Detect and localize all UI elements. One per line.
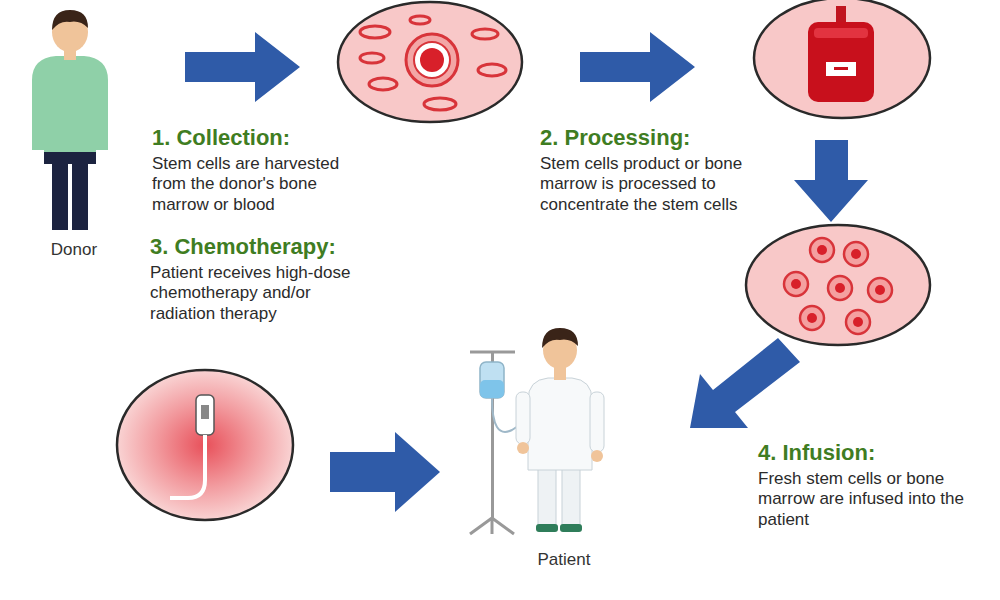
step-heading: 4. Infusion: — [758, 440, 875, 466]
chemo-circle — [117, 370, 293, 520]
patient-figure — [470, 328, 604, 534]
step-heading: 2. Processing: — [540, 125, 690, 151]
flow-arrow — [185, 32, 300, 102]
flow-arrow — [794, 140, 868, 222]
donor-figure — [32, 10, 108, 230]
step-description: Stem cells product or bone marrow is pro… — [540, 154, 780, 215]
step-description: Fresh stem cells or bone marrow are infu… — [758, 469, 983, 530]
step-heading: 1. Collection: — [152, 125, 290, 151]
concentrated-cells-circle — [746, 225, 930, 345]
figure-label: Donor — [10, 240, 138, 260]
blood-bag-circle — [754, 0, 930, 118]
step-description: Stem cells are harvested from the donor'… — [152, 154, 372, 215]
cells-circle — [338, 2, 522, 122]
flow-arrow — [330, 432, 440, 512]
step-description: Patient receives high-dose chemotherapy … — [150, 263, 365, 324]
flow-arrow — [580, 32, 695, 102]
flow-arrow — [690, 338, 800, 428]
patient-figure-node: Patient — [495, 325, 633, 570]
step-heading: 3. Chemotherapy: — [150, 234, 336, 260]
donor-figure-node: Donor — [10, 10, 138, 260]
figure-label: Patient — [495, 550, 633, 570]
